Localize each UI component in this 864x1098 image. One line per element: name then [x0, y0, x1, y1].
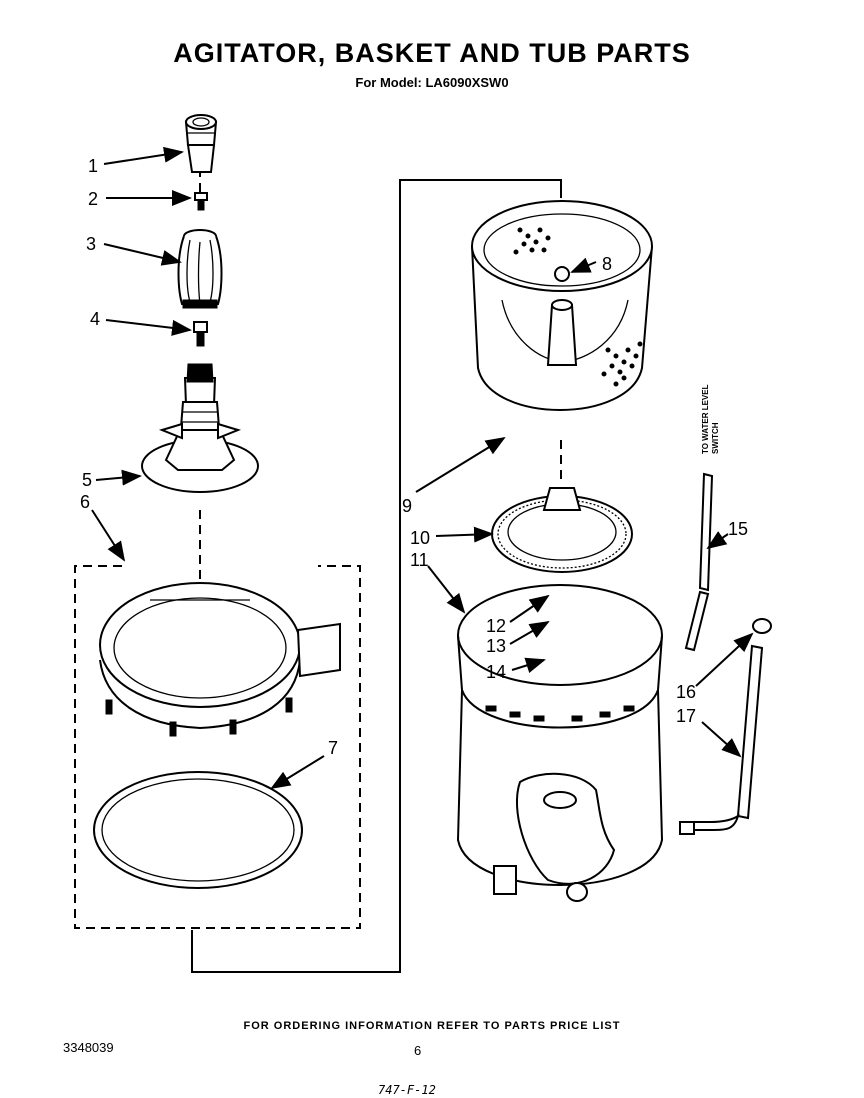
water-level-label-1: TO WATER LEVEL [701, 384, 710, 454]
part-10-drive-ring [491, 487, 633, 573]
connector-line [191, 179, 562, 973]
page-number: 6 [414, 1043, 422, 1058]
model-subtitle: For Model: LA6090XSW0 [355, 75, 509, 90]
part-4-coupler [193, 321, 208, 347]
water-level-label-2: SWITCH [711, 422, 720, 454]
callout-8: 8 [602, 254, 612, 274]
callout-1: 1 [88, 156, 98, 176]
part-2-bolt [194, 192, 208, 211]
part-9-basket [471, 200, 653, 411]
callout-14: 14 [486, 662, 506, 682]
part-15-hose [684, 472, 714, 652]
page-title: AGITATOR, BASKET AND TUB PARTS [173, 38, 691, 68]
callout-10: 10 [410, 528, 430, 548]
document-number: 3348039 [63, 1040, 114, 1055]
callout-4: 4 [90, 309, 100, 329]
part-11-outer-tub [456, 584, 664, 902]
part-1-agitator-cap [184, 114, 218, 173]
callout-13: 13 [486, 636, 506, 656]
callout-7: 7 [328, 738, 338, 758]
callout-15: 15 [728, 519, 748, 539]
callout-16: 16 [676, 682, 696, 702]
handwritten-note: 747-F-12 [378, 1083, 436, 1097]
part-17-hose [679, 644, 764, 835]
ordering-note: FOR ORDERING INFORMATION REFER TO PARTS … [243, 1020, 621, 1032]
callout-9: 9 [402, 496, 412, 516]
callout-6: 6 [80, 492, 90, 512]
callout-2: 2 [88, 189, 98, 209]
part-6-tub-ring [99, 582, 341, 737]
callout-3: 3 [86, 234, 96, 254]
part-16-clamp [752, 618, 772, 634]
part-7-seal-ring [93, 771, 303, 889]
part-3-agitator-barrel [177, 229, 223, 309]
part-5-agitator-base [141, 363, 259, 493]
callout-5: 5 [82, 470, 92, 490]
callout-17: 17 [676, 706, 696, 726]
callout-12: 12 [486, 616, 506, 636]
callout-11: 11 [410, 550, 429, 570]
